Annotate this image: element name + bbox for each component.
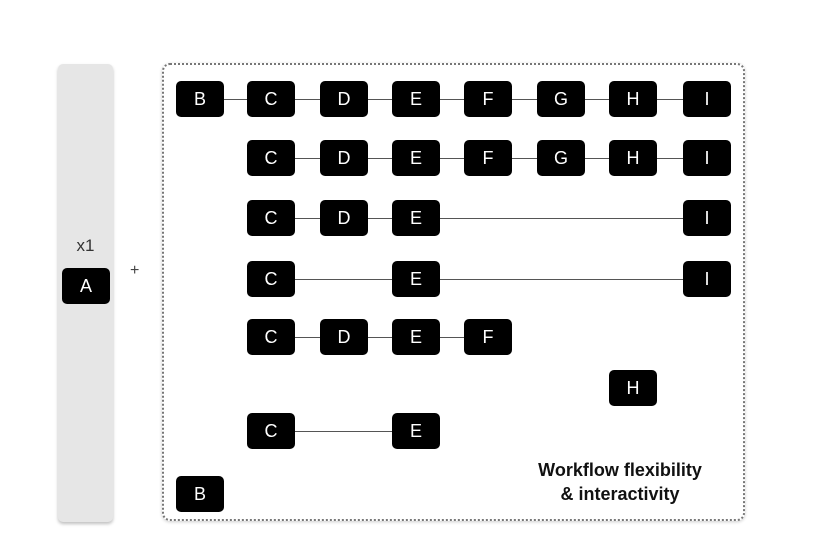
node-f: F xyxy=(464,140,512,176)
connector-line xyxy=(295,279,392,280)
node-c: C xyxy=(247,319,295,355)
node-h: H xyxy=(609,370,657,406)
node-c: C xyxy=(247,140,295,176)
connector-line xyxy=(512,99,537,100)
connector-line xyxy=(657,99,683,100)
node-d: D xyxy=(320,319,368,355)
node-i: I xyxy=(683,261,731,297)
connector-line xyxy=(657,158,683,159)
node-a: A xyxy=(62,268,110,304)
connector-line xyxy=(585,158,609,159)
plus-sign: + xyxy=(130,262,140,279)
node-e: E xyxy=(392,319,440,355)
node-b: B xyxy=(176,476,224,512)
node-e: E xyxy=(392,81,440,117)
node-h: H xyxy=(609,81,657,117)
node-c: C xyxy=(247,200,295,236)
node-i: I xyxy=(683,200,731,236)
connector-line xyxy=(440,158,464,159)
node-b: B xyxy=(176,81,224,117)
node-e: E xyxy=(392,261,440,297)
connector-line xyxy=(440,279,683,280)
connector-line xyxy=(585,99,609,100)
connector-line xyxy=(295,99,320,100)
connector-line xyxy=(440,337,464,338)
node-e: E xyxy=(392,413,440,449)
caption: Workflow flexibility & interactivity xyxy=(500,458,740,506)
node-e: E xyxy=(392,140,440,176)
workflow-frame xyxy=(162,63,745,521)
node-h: H xyxy=(609,140,657,176)
connector-line xyxy=(295,337,320,338)
node-i: I xyxy=(683,81,731,117)
multiplier-label: x1 xyxy=(76,236,95,255)
connector-line xyxy=(368,158,392,159)
node-c: C xyxy=(247,413,295,449)
connector-line xyxy=(295,158,320,159)
connector-line xyxy=(224,99,247,100)
node-i: I xyxy=(683,140,731,176)
connector-line xyxy=(440,218,683,219)
node-d: D xyxy=(320,140,368,176)
node-g: G xyxy=(537,81,585,117)
connector-line xyxy=(368,218,392,219)
connector-line xyxy=(295,431,392,432)
node-d: D xyxy=(320,200,368,236)
connector-line xyxy=(368,337,392,338)
caption-line-1: Workflow flexibility xyxy=(538,460,702,480)
node-f: F xyxy=(464,81,512,117)
node-d: D xyxy=(320,81,368,117)
connector-line xyxy=(295,218,320,219)
node-f: F xyxy=(464,319,512,355)
node-c: C xyxy=(247,81,295,117)
caption-line-2: & interactivity xyxy=(560,484,680,504)
node-c: C xyxy=(247,261,295,297)
node-g: G xyxy=(537,140,585,176)
node-e: E xyxy=(392,200,440,236)
connector-line xyxy=(440,99,464,100)
connector-line xyxy=(512,158,537,159)
connector-line xyxy=(368,99,392,100)
